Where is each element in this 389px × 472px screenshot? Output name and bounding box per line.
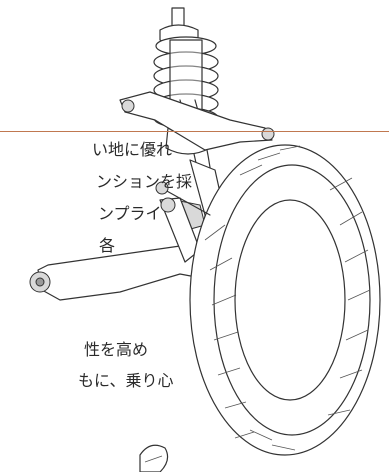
lower-control-arm bbox=[29, 197, 216, 301]
text-line-3: ンプライ bbox=[98, 204, 162, 223]
text-line-5: 性を高め bbox=[84, 340, 149, 359]
tie-rod bbox=[155, 181, 211, 216]
divider-rule bbox=[0, 131, 389, 132]
text-line-2: ンションを採 bbox=[96, 172, 193, 191]
bottom-part-fragment bbox=[139, 444, 169, 472]
text-line-4: 各 bbox=[99, 236, 116, 255]
text-line-1: い地に優れ bbox=[92, 140, 173, 159]
upper-control-arm bbox=[119, 91, 275, 151]
text-line-6: もに、乗り心 bbox=[78, 371, 174, 390]
tire-wheel bbox=[189, 144, 381, 456]
